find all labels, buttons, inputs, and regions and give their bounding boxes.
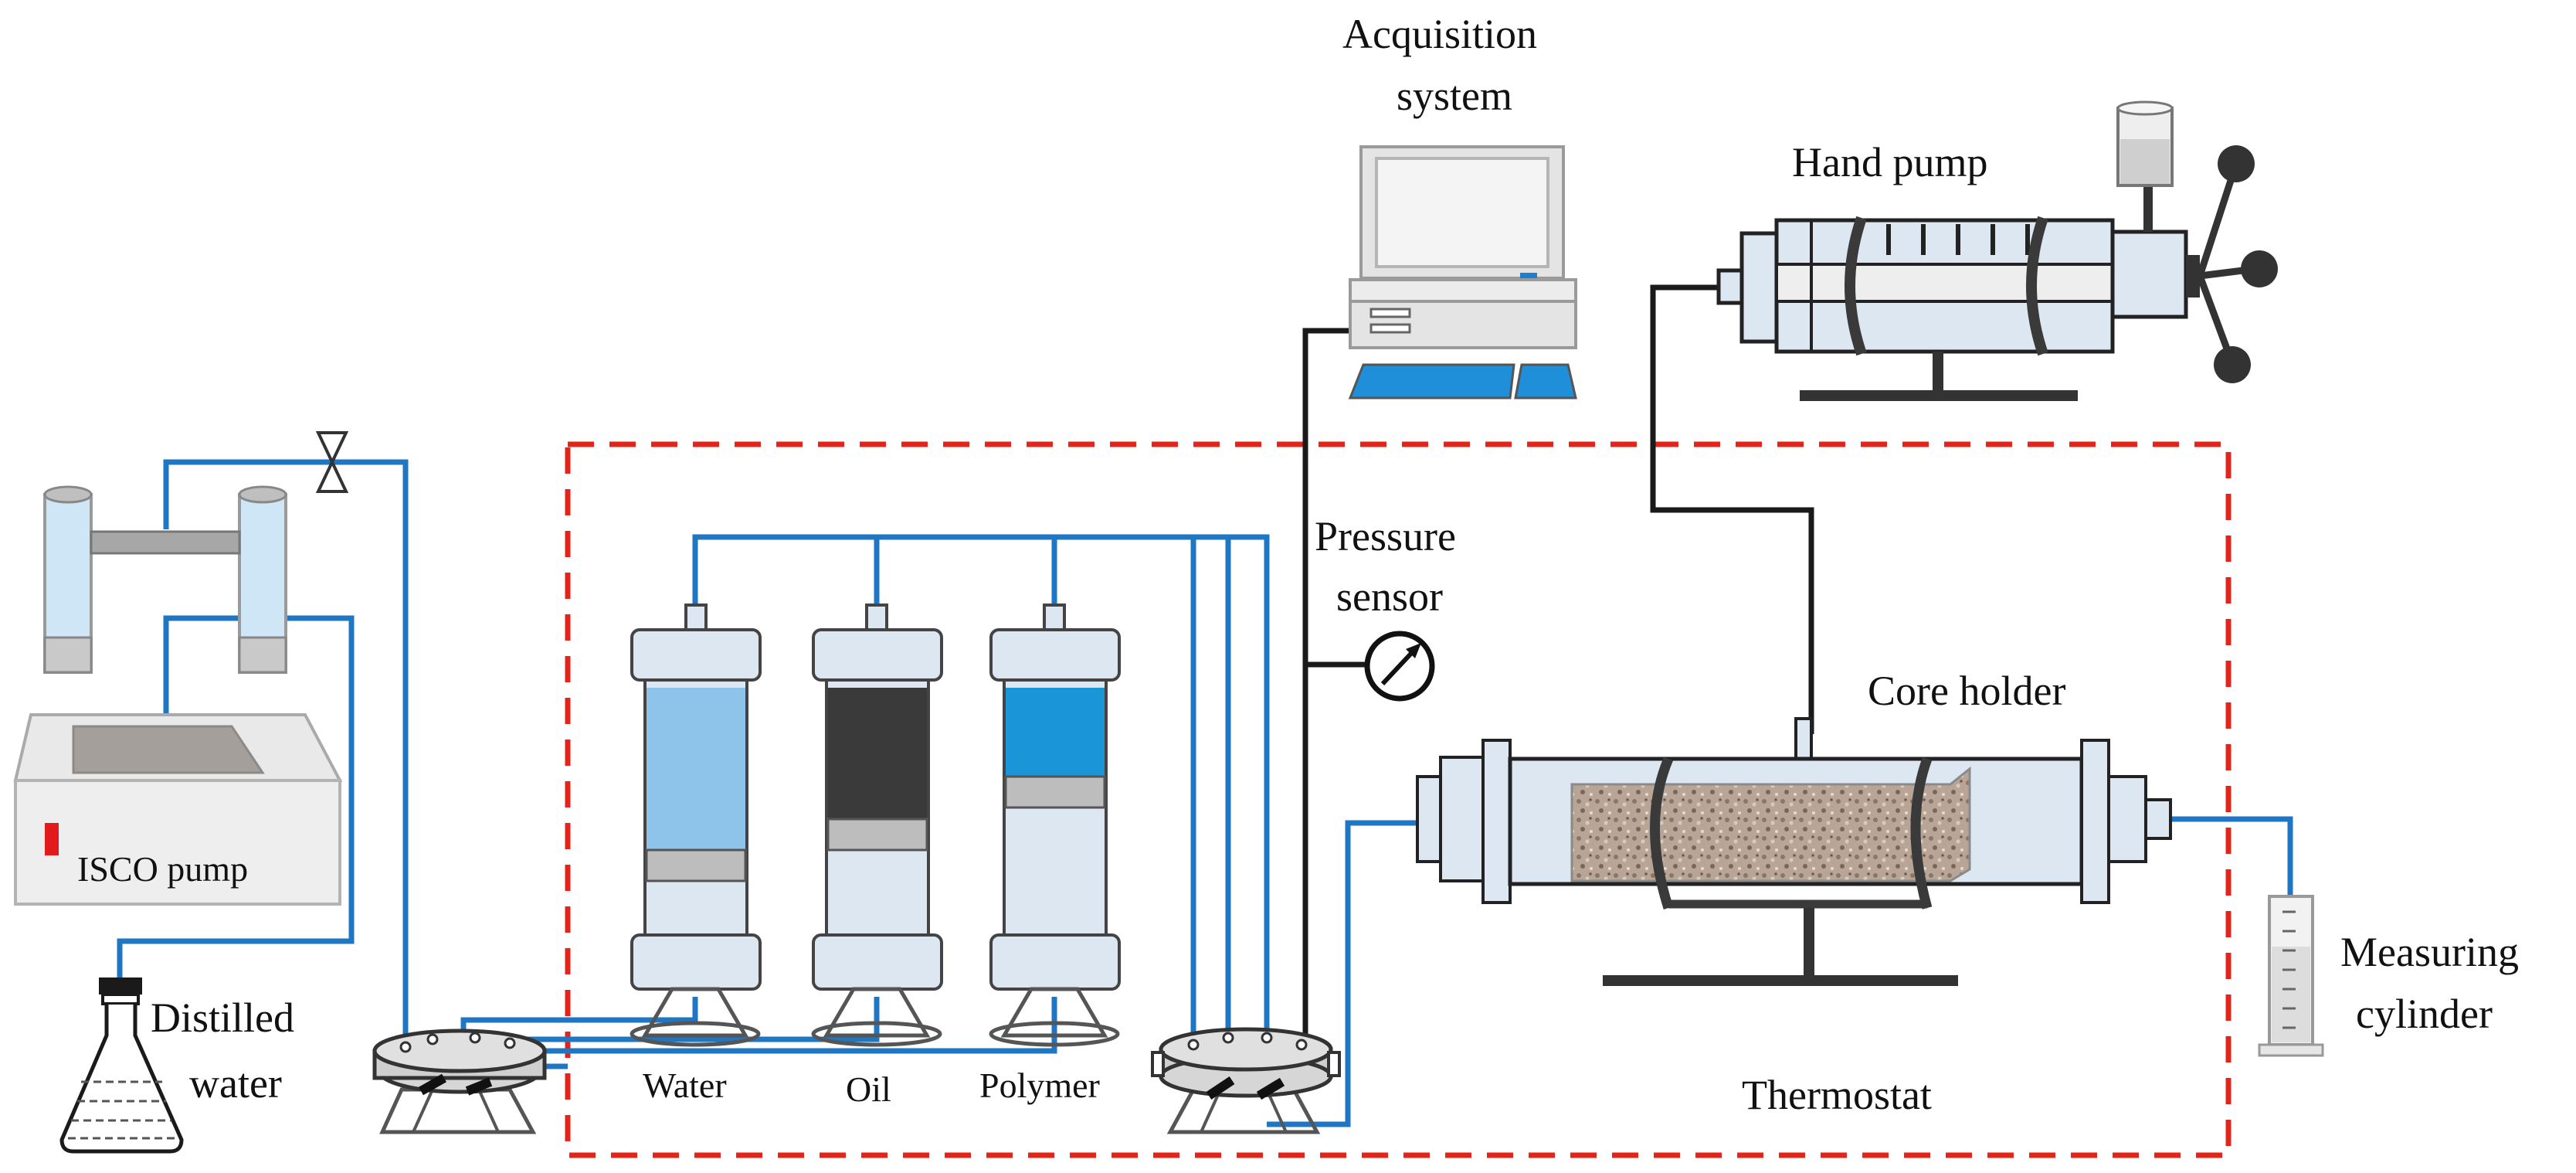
pressure-sensor-label-line1: Pressure — [1315, 513, 1456, 559]
flask-icon — [59, 978, 184, 1154]
thermostat-label: Thermostat — [1742, 1072, 1932, 1118]
measuring-cylinder-icon — [2258, 895, 2324, 1057]
pressure-sensor-label-line2: sensor — [1336, 573, 1443, 620]
valve-icon[interactable] — [315, 431, 349, 493]
signal-lines — [1302, 284, 1814, 1035]
polymer-vessel-icon — [989, 604, 1121, 1047]
water-vessel-label: Water — [643, 1066, 727, 1105]
pressure-gauge-icon — [1364, 631, 1435, 702]
core-holder-label: Core holder — [1868, 668, 2065, 714]
measuring-cylinder-label-line2: cylinder — [2356, 991, 2493, 1037]
isco-pump-icon[interactable]: ISCO pump — [13, 485, 343, 906]
hand-pump-label: Hand pump — [1792, 139, 1987, 185]
measuring-cylinder-label-line1: Measuring — [2340, 929, 2519, 975]
core-holder-icon[interactable] — [1416, 717, 2172, 986]
water-vessel-icon — [630, 604, 762, 1047]
thermostat-enclosure — [565, 441, 2232, 1158]
oil-vessel-label: Oil — [846, 1069, 891, 1109]
distilled-water-label-line2: water — [189, 1060, 282, 1107]
acquisition-label-line2: system — [1397, 73, 1512, 119]
acquisition-label-line1: Acquisition — [1342, 11, 1537, 57]
isco-pump-label: ISCO pump — [77, 849, 248, 889]
manifold-left-icon[interactable] — [372, 1028, 547, 1134]
hand-pump-icon[interactable] — [1716, 100, 2278, 401]
distilled-water-label-line1: Distilled — [151, 994, 294, 1041]
manifold-right-icon[interactable] — [1151, 1027, 1341, 1134]
oil-vessel-icon — [811, 604, 943, 1047]
computer-icon — [1348, 145, 1577, 400]
polymer-vessel-label: Polymer — [979, 1066, 1100, 1105]
